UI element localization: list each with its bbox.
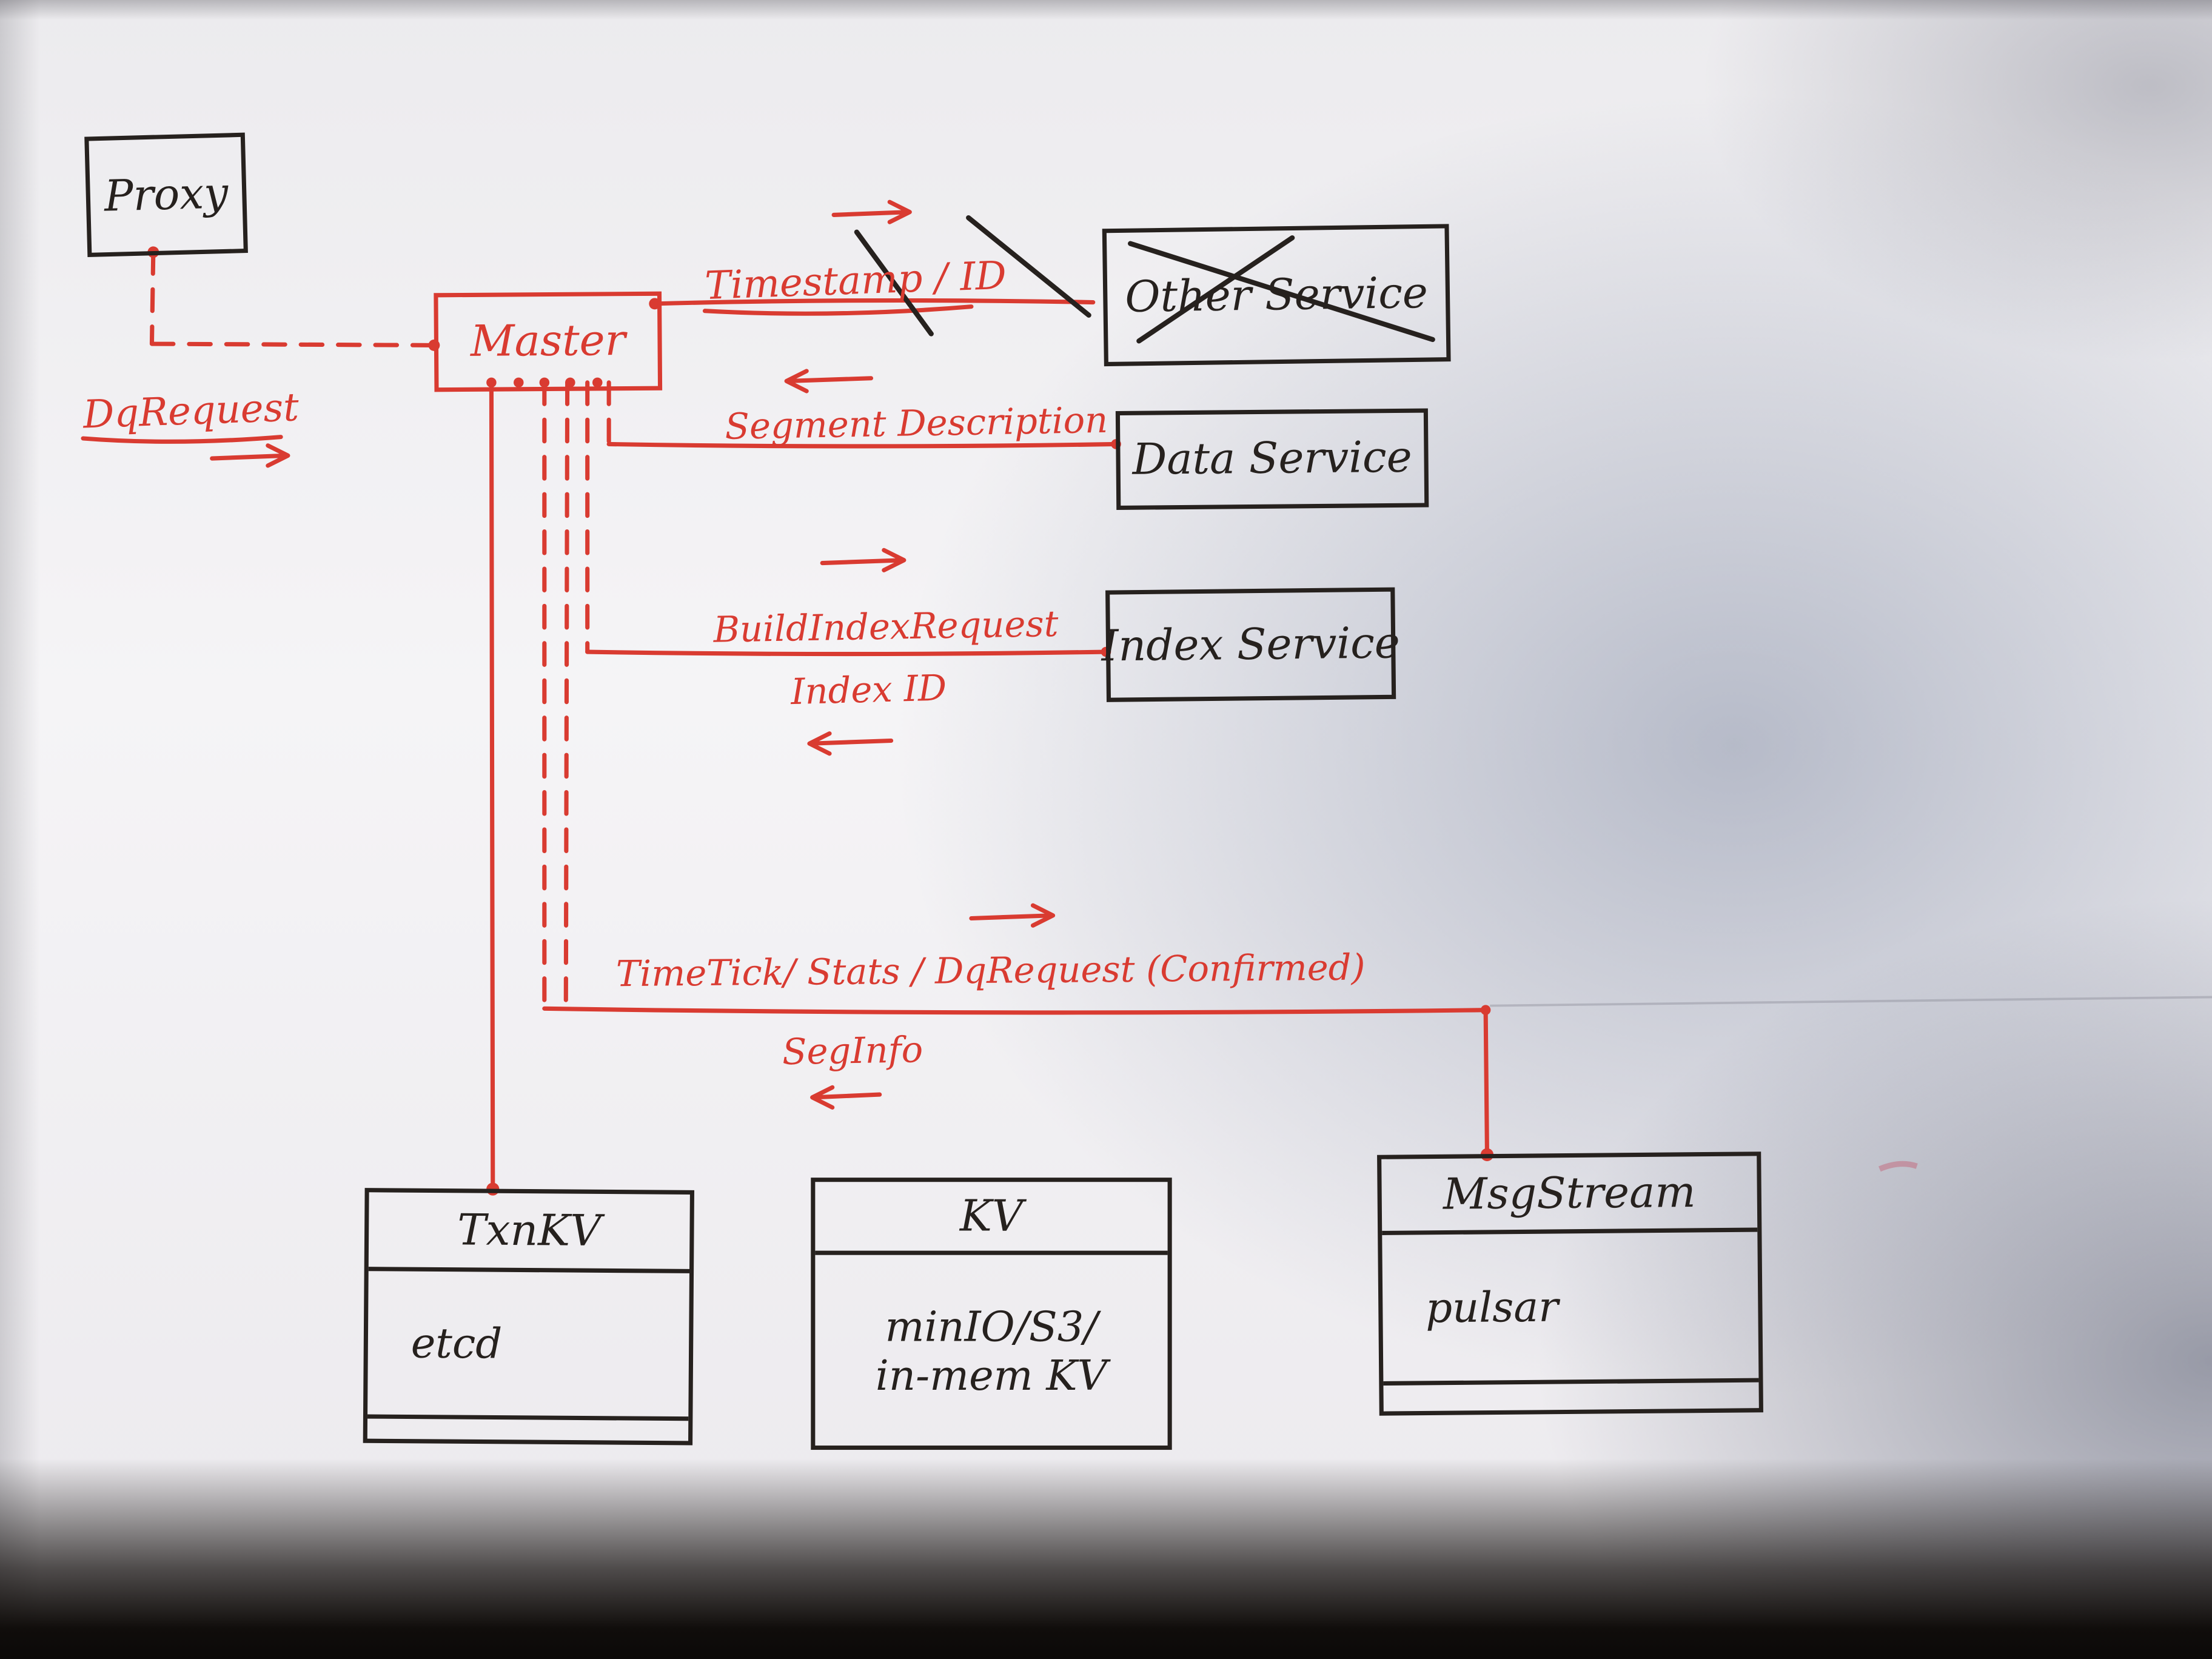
node-master: Master xyxy=(434,291,663,392)
edge-label-index-id: Index ID xyxy=(790,667,948,713)
node-other-service-label: Other Service xyxy=(1124,267,1429,323)
node-txn-kv: TxnKV etcd xyxy=(363,1188,695,1446)
msg-stream-impl: pulsar xyxy=(1425,1282,1559,1333)
msg-stream-title: MsgStream xyxy=(1381,1156,1758,1235)
paper-top-edge-shadow xyxy=(0,0,2212,21)
edge-label-dq-request: DqRequest xyxy=(82,386,300,438)
edge-label-segment-description: Segment Description xyxy=(724,399,1108,447)
msg-stream-body: pulsar xyxy=(1382,1232,1758,1381)
node-master-label: Master xyxy=(470,316,626,367)
edge-label-seg-info: SegInfo xyxy=(782,1028,923,1073)
kv-impl-line2: in-mem KV xyxy=(875,1350,1108,1399)
node-index-service: Index Service xyxy=(1101,587,1400,702)
node-kv: KV minIO/S3/ in-mem KV xyxy=(811,1178,1172,1450)
txn-kv-title: TxnKV xyxy=(368,1192,690,1273)
kv-body: minIO/S3/ in-mem KV xyxy=(815,1255,1167,1446)
edge-label-build-index-request: BuildIndexRequest xyxy=(713,603,1059,651)
msg-stream-footer xyxy=(1383,1378,1759,1412)
kv-impl-line1: minIO/S3/ xyxy=(885,1301,1098,1350)
node-index-service-label: Index Service xyxy=(1101,618,1401,672)
edge-label-timetick-stats: TimeTick/ Stats / DqRequest (Confirmed) xyxy=(615,947,1366,995)
txn-kv-footer xyxy=(367,1414,689,1441)
node-proxy-label: Proxy xyxy=(103,168,229,222)
node-msg-stream: MsgStream pulsar xyxy=(1377,1151,1763,1416)
node-other-service: Other Service xyxy=(1102,224,1451,367)
node-proxy: Proxy xyxy=(84,132,248,257)
txn-kv-body: etcd xyxy=(367,1271,689,1416)
node-data-service-label: Data Service xyxy=(1132,432,1412,486)
txn-kv-impl: etcd xyxy=(411,1318,503,1369)
node-data-service: Data Service xyxy=(1115,408,1429,510)
table-surface xyxy=(0,1458,2212,1659)
kv-title: KV xyxy=(815,1182,1168,1255)
